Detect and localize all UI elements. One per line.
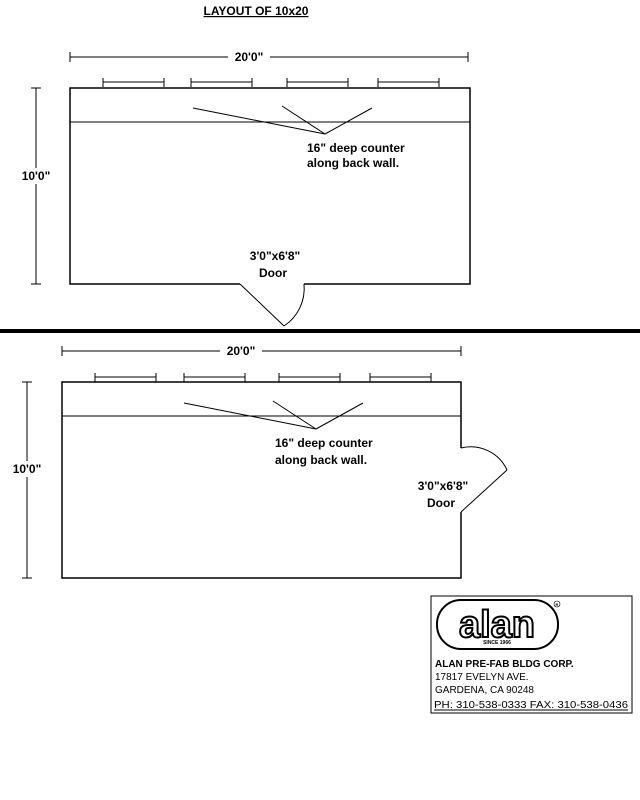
address-line-1: 17817 EVELYN AVE.: [435, 672, 529, 683]
door-swing: [460, 446, 508, 513]
door-swing: [239, 283, 305, 327]
counter-leaders: [183, 400, 364, 430]
counter-label-line2: along back wall.: [307, 156, 399, 170]
layout-2: 20'0" 10'0" 16" deep counter along back …: [5, 343, 508, 579]
depth-label: 10'0": [13, 462, 42, 476]
logo-since: SINCE 1966: [483, 640, 511, 646]
depth-dimension: 10'0": [5, 381, 49, 579]
phone-fax: PH: 310-538-0333 FAX: 310-538-0436: [434, 700, 628, 711]
door-label-line2: Door: [427, 496, 455, 510]
logo-text: alan: [459, 604, 535, 646]
svg-text:R: R: [556, 602, 559, 607]
door-label-line1: 3'0"x6'8": [250, 249, 300, 263]
counter-label-line1: 16" deep counter: [307, 141, 405, 155]
door-label-line1: 3'0"x6'8": [418, 479, 468, 493]
width-dimension: 20'0": [61, 343, 462, 358]
counter-label-line1: 16" deep counter: [275, 436, 373, 450]
address-line-2: GARDENA, CA 90248: [435, 685, 534, 696]
building-walls: [61, 381, 462, 579]
windows: [102, 78, 440, 87]
registered-icon: [553, 600, 561, 608]
width-label: 20'0": [227, 344, 256, 358]
counter-label-line2: along back wall.: [275, 453, 367, 467]
page-title: LAYOUT OF 10x20: [204, 4, 309, 18]
depth-label: 10'0": [22, 169, 51, 183]
windows: [94, 373, 432, 382]
counter-leaders: [192, 105, 373, 135]
alan-logo: alan SINCE 1966 R: [436, 599, 561, 650]
layout-1: 20'0" 10'0" 16" deep counter along back …: [14, 49, 471, 327]
width-label: 20'0": [235, 50, 264, 64]
depth-dimension: 10'0": [14, 87, 58, 285]
building-walls: [69, 87, 471, 285]
door-label-line2: Door: [259, 266, 287, 280]
company-name: ALAN PRE-FAB BLDG CORP.: [435, 659, 574, 670]
title-block: alan SINCE 1966 R ALAN PRE-FAB BLDG CORP…: [430, 595, 633, 714]
width-dimension: 20'0": [69, 49, 469, 64]
